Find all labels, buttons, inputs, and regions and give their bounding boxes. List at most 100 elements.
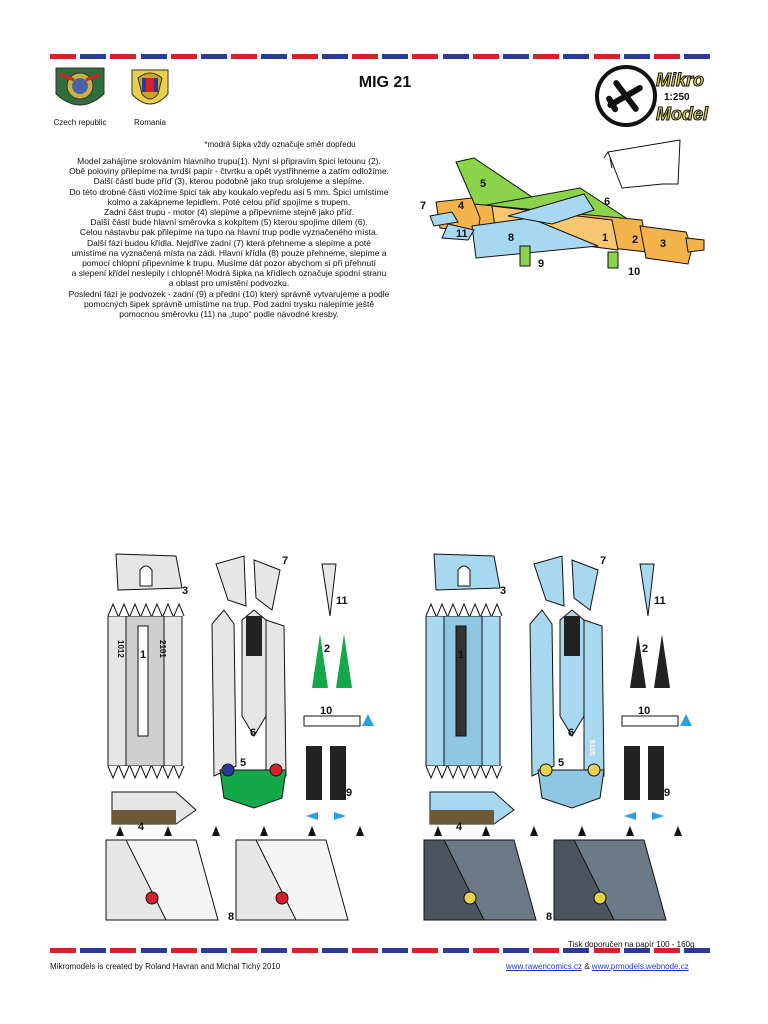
- stripe-segment: [654, 54, 680, 59]
- sheet-shape: [458, 765, 470, 780]
- sheet-shape: [539, 763, 553, 777]
- stripe-segment: [352, 948, 378, 953]
- stripe-segment: [623, 948, 650, 953]
- stripe-segment: [321, 54, 348, 59]
- sheet-part-label-left: 9: [346, 787, 352, 799]
- link-prmodels[interactable]: www.prmodels.webnode.cz: [591, 962, 689, 971]
- footer-credits: Mikromodels is created by Roland Havran …: [50, 962, 281, 971]
- sheet-shape: [434, 826, 442, 836]
- assembly-instructions: Model zahájíme srolováním hlavního trupu…: [48, 156, 410, 319]
- sheet-shape: [458, 602, 470, 617]
- sheet-shape: [362, 714, 374, 726]
- sheet-shape: [654, 634, 670, 688]
- blue-arrow-note: *modrá šipka vždy označuje směr dopředu: [204, 140, 356, 149]
- sheet-part-label-right: 8: [546, 911, 552, 923]
- instruction-line: pomocných šipek správně umístíme na trup…: [83, 298, 375, 309]
- sheet-shape: [578, 826, 586, 836]
- sheet-part-label-right: 4: [456, 821, 463, 833]
- instruction-line: Další částí bude hlavní směrovka s kokpi…: [90, 217, 368, 228]
- sheet-part-label-right: 9: [664, 787, 670, 799]
- footer-links: www.rawencomics.cz & www.prmodels.webnod…: [506, 962, 689, 971]
- sheet-part-label-left: 7: [282, 555, 288, 567]
- sheet-shape: [336, 634, 352, 688]
- stripe-segment: [80, 948, 107, 953]
- stripe-segment: [654, 948, 680, 953]
- sheet-shape: [246, 616, 262, 656]
- sheet-shape: [680, 714, 692, 726]
- sheet-part-label-right: 2: [642, 643, 648, 655]
- sheet-shape: [648, 746, 664, 800]
- instruction-line: Obě poloviny přilepíme na tvrdší papír -…: [69, 166, 389, 177]
- sheet-shape: [212, 826, 220, 836]
- sheet-shape: [587, 763, 601, 777]
- stripe-segment: [291, 54, 318, 59]
- stripe-segment: [170, 948, 197, 953]
- stripe-segment: [533, 54, 560, 59]
- sheet-shape: [457, 565, 471, 587]
- stripe-segment: [593, 948, 620, 953]
- diagram-part-label: 9: [538, 258, 545, 270]
- stripe-segment: [261, 54, 288, 59]
- sheet-shape: [162, 765, 174, 780]
- sheet-shape: [491, 602, 503, 617]
- sheet-part-label-right: 5: [558, 757, 564, 769]
- stripe-segment: [352, 54, 378, 59]
- instruction-line: Další částí bude příď (3), kterou podobn…: [93, 176, 365, 187]
- stripe-segment: [503, 54, 529, 59]
- stripe-segment: [412, 948, 439, 953]
- print-note: Tisk doporučen na papír 100 - 160g: [568, 940, 695, 949]
- sheet-shape: [447, 765, 459, 780]
- sheet-shape: [639, 563, 655, 617]
- airplane-icon: [606, 80, 643, 113]
- sheet-shape: [253, 559, 281, 611]
- stripe-segment: [684, 948, 711, 953]
- sheet-shape: [530, 826, 538, 836]
- sheet-shape: [162, 602, 174, 617]
- sheet-shape: [145, 891, 159, 905]
- sheet-shape: [260, 826, 268, 836]
- sheet-shape: [312, 634, 328, 688]
- stripe-segment: [50, 948, 76, 953]
- instruction-line: a oblast pro umístění podvozku.: [168, 278, 290, 289]
- sheet-shape: [308, 826, 316, 836]
- diagram-part-label: 8: [508, 232, 515, 244]
- diagram-part-label: 4: [458, 200, 465, 212]
- sheet-shape: [463, 891, 477, 905]
- diagram-part-label: 5: [480, 178, 487, 190]
- sheet-shape: [652, 812, 664, 820]
- logo-model: Model: [656, 104, 709, 124]
- assembly-diagram: [429, 139, 705, 269]
- stripe-segment: [442, 948, 469, 953]
- sheet-shape: [425, 765, 437, 780]
- instruction-line: Celou nástavbu pak přilepíme na tupo na …: [79, 227, 379, 238]
- stripe-segment: [201, 948, 227, 953]
- flag-caption-romania: Romania: [133, 118, 166, 127]
- sheet-shape: [107, 765, 119, 780]
- stripe-segment: [231, 54, 258, 59]
- stripe-segment: [110, 54, 137, 59]
- sheet-shape: [137, 625, 149, 737]
- sheet-shape: [482, 826, 490, 836]
- stripe-segment: [623, 54, 650, 59]
- sheet-shape: [265, 619, 287, 777]
- sheet-shape: [356, 826, 364, 836]
- instruction-line: Do této drobné části vložíme špici tak a…: [69, 186, 389, 197]
- sheet-shape: [533, 555, 565, 607]
- sheet-shape: [455, 625, 467, 737]
- sheet-shape: [275, 891, 289, 905]
- stripe-segment: [80, 54, 107, 59]
- sheet-shape: [469, 602, 481, 617]
- sheet-shape: [221, 763, 235, 777]
- sheet-shape: [164, 826, 172, 836]
- sheet-part-label-right: 10: [638, 705, 650, 717]
- sheet-shape: [306, 812, 318, 820]
- sheet-shape: [129, 765, 141, 780]
- stripe-segment: [593, 54, 620, 59]
- instruction-line: Další fází budou křídla. Nejdříve zadní …: [87, 237, 371, 248]
- stripe-segment: [472, 948, 499, 953]
- link-rawencomics[interactable]: www.rawencomics.cz: [506, 962, 583, 971]
- sheet-shape: [321, 563, 337, 617]
- sheet-shape: [469, 765, 481, 780]
- sheet-part-label-left: 5: [240, 757, 246, 769]
- sheet-shape: [564, 616, 580, 656]
